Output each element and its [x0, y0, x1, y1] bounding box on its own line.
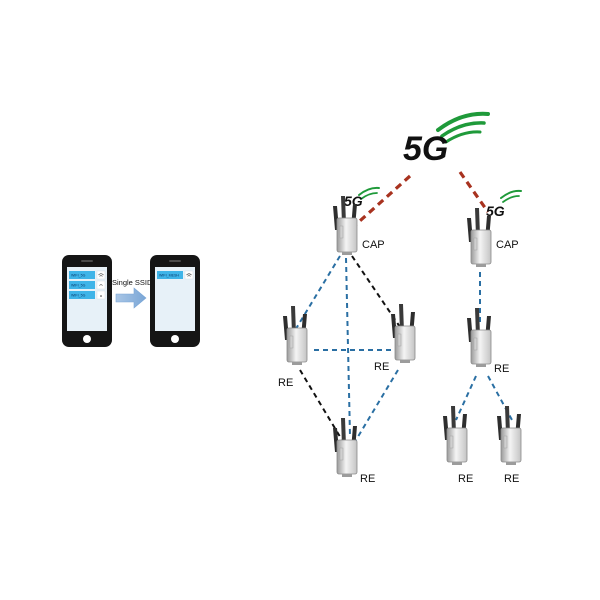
ssid-item[interactable]: WIFI_MESH — [157, 270, 194, 280]
repeater-icon — [466, 207, 492, 268]
ssid-label: WIFI_5G — [71, 284, 86, 288]
node-label: RE — [374, 361, 389, 373]
mesh-link — [299, 369, 343, 441]
5g-logo-small-right: 5G — [486, 189, 522, 219]
repeater-icon — [496, 405, 522, 466]
wifi-icon — [99, 284, 103, 286]
wifi-icon — [98, 273, 104, 277]
node-label: CAP — [496, 239, 519, 251]
node-label: CAP — [362, 239, 385, 251]
5g-logo-main: 5G — [403, 111, 490, 168]
node-label: RE — [494, 363, 509, 375]
single-ssid-label: Single SSID — [112, 278, 153, 287]
mesh-link — [345, 257, 351, 437]
phone-right: WIFI_MESH — [150, 255, 200, 347]
tree-link — [455, 375, 477, 421]
repeater-icon — [390, 303, 416, 364]
5g-logo-small-left: 5G — [344, 186, 380, 209]
ssid-item[interactable]: WIFI_5G — [69, 270, 106, 280]
node-label: RE — [360, 473, 375, 485]
arrow — [115, 287, 147, 309]
node-label: RE — [458, 473, 473, 485]
5g-logo-text: 5G — [486, 203, 505, 219]
5g-logo-text: 5G — [403, 130, 448, 168]
uplink-right — [458, 171, 490, 213]
phone-left: WIFI_5G WIFI_5G WIFI_5G — [62, 255, 112, 347]
wifi-icon — [100, 295, 102, 297]
mesh-link — [355, 369, 399, 441]
node-label: RE — [278, 377, 293, 389]
ssid-label: WIFI_5G — [71, 294, 86, 298]
uplink-left — [350, 174, 412, 230]
repeater-icon — [466, 307, 492, 368]
ssid-item[interactable]: WIFI_5G — [69, 280, 106, 290]
ssid-label: WIFI_5G — [71, 274, 86, 278]
wifi-icon — [186, 273, 192, 277]
repeater-icon — [442, 405, 468, 466]
repeater-icon — [332, 417, 358, 478]
repeater-icon — [332, 195, 358, 256]
repeater-icon — [282, 305, 308, 366]
node-label: RE — [504, 473, 519, 485]
ssid-label: WIFI_MESH — [159, 274, 179, 278]
ssid-list: WIFI_5G WIFI_5G WIFI_5G — [69, 270, 106, 300]
5g-logo-text: 5G — [344, 193, 363, 209]
mesh-link — [293, 255, 341, 333]
ssid-item[interactable]: WIFI_5G — [69, 290, 106, 300]
